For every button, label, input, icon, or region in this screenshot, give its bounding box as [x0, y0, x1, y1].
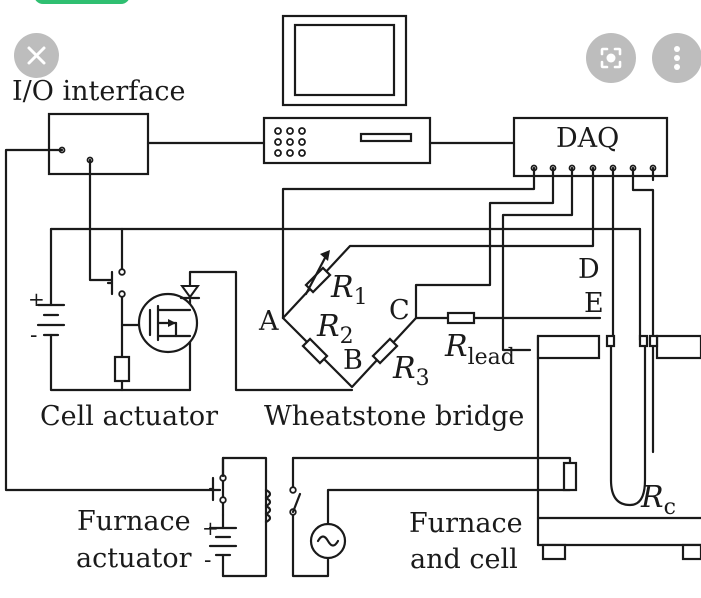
svg-text:R1: R1: [330, 270, 368, 310]
r2-sub: 2: [340, 324, 354, 349]
rlead-label: R: [444, 329, 468, 364]
node-d-label: D: [578, 254, 600, 285]
resistor-r1: [304, 250, 332, 296]
more-button[interactable]: [652, 33, 701, 83]
computer-monitor: [281, 14, 408, 107]
ac-source: [309, 522, 347, 560]
daq-label: DAQ: [556, 123, 619, 154]
labels: I/O interface DAQ Cell actuator Wheatsto…: [12, 76, 676, 575]
cell-actuator-label: Cell actuator: [40, 401, 218, 432]
more-vert-icon: [674, 46, 680, 70]
close-button[interactable]: [14, 33, 59, 78]
node-e-label: E: [584, 288, 604, 319]
lens-button[interactable]: [586, 33, 636, 83]
top-pill: [34, 0, 130, 4]
plus-label-2: +: [202, 516, 219, 540]
resistor-r2: [301, 337, 329, 365]
resistor-r3: [371, 337, 399, 365]
diode: [179, 285, 201, 300]
wheatstone-bridge-label: Wheatstone bridge: [264, 401, 524, 432]
furnace-actuator-label-1: Furnace: [77, 506, 191, 537]
minus-label-1: -: [30, 323, 37, 348]
svg-text:Rc: Rc: [640, 480, 676, 520]
furnace-actuator-label-2: actuator: [76, 543, 192, 574]
io-interface-label: I/O interface: [12, 76, 185, 107]
rc-label: R: [640, 480, 664, 515]
node-c-label: C: [389, 295, 410, 326]
heater-resistor: [562, 461, 578, 492]
furnace-body: [536, 334, 701, 561]
svg-text:Rlead: Rlead: [444, 329, 515, 370]
r1-label: R: [330, 270, 354, 305]
circuit-wires: [4, 148, 655, 578]
rc-sub: c: [664, 495, 676, 520]
resistor-rlead: [446, 311, 476, 325]
furnace-battery: [208, 513, 238, 557]
mosfet: [137, 292, 199, 354]
r2-label: R: [316, 309, 340, 344]
furnace-cell-label-2: and cell: [410, 544, 518, 575]
node-b-label: B: [343, 345, 363, 376]
close-icon: [27, 46, 46, 65]
keypad-unit: [262, 116, 432, 165]
svg-text:R2: R2: [316, 309, 354, 349]
r3-sub: 3: [416, 366, 430, 391]
daq-box: [512, 116, 669, 178]
relay-switch: [208, 456, 227, 504]
svg-text:R3: R3: [392, 351, 430, 391]
node-a-label: A: [258, 306, 279, 337]
plus-label-1: +: [28, 287, 45, 311]
minus-label-2: -: [204, 548, 211, 573]
furnace-cell-label-1: Furnace: [409, 508, 523, 539]
rlead-sub: lead: [468, 345, 515, 370]
push-switch: [106, 268, 126, 298]
io-interface-box: [47, 112, 150, 176]
cell-battery: [36, 303, 66, 337]
r1-sub: 1: [354, 285, 368, 310]
relay-coil: [264, 488, 272, 524]
cell-resistor: [113, 355, 131, 383]
contact-switch: [289, 486, 302, 516]
r3-label: R: [392, 351, 416, 386]
lens-icon: [600, 47, 622, 69]
